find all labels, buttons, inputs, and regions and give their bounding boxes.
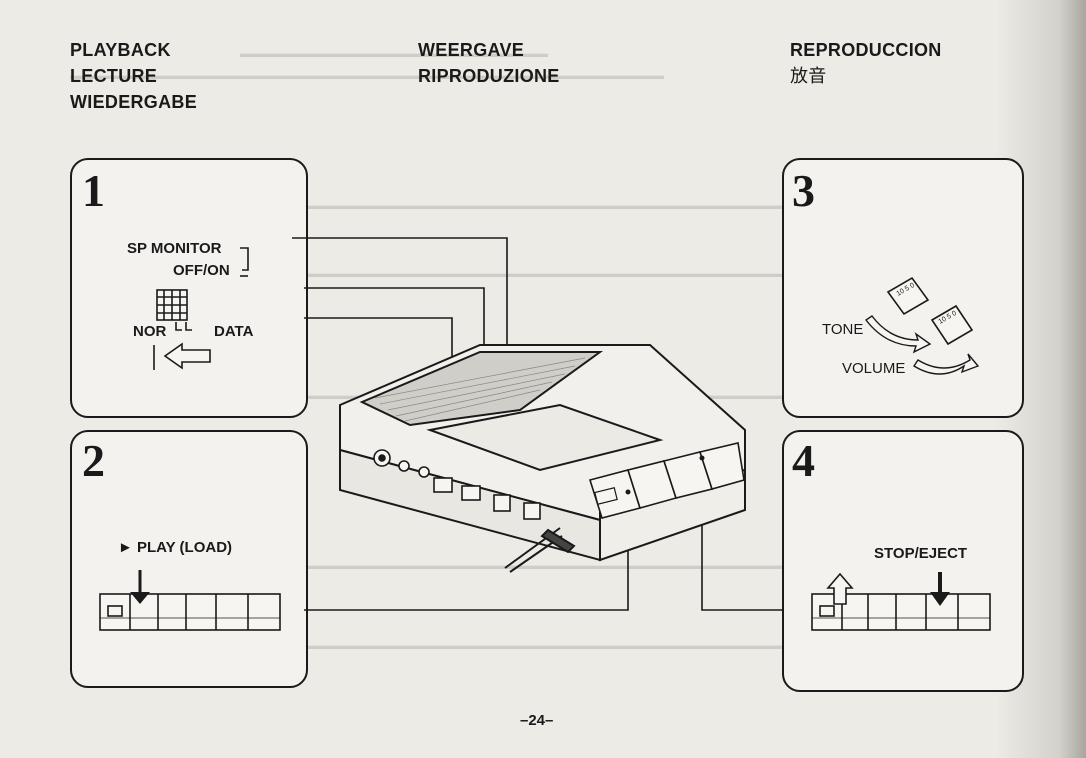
cable bbox=[504, 527, 576, 573]
step3-dials bbox=[886, 276, 974, 346]
heading-chinese: 放音 bbox=[790, 66, 827, 86]
front-panel-jacks bbox=[373, 449, 541, 520]
heading-col3: REPRODUCCION 放音 bbox=[790, 37, 942, 89]
step-4-panel bbox=[782, 430, 1024, 692]
data-label: DATA bbox=[214, 323, 254, 340]
volume-label: VOLUME bbox=[842, 360, 906, 377]
recorder-body bbox=[339, 344, 746, 562]
step-1-number: 1 bbox=[82, 165, 105, 216]
heading-col2: WEERGAVE RIPRODUZIONE bbox=[418, 37, 560, 89]
play-load-label: ► PLAY (LOAD) bbox=[118, 539, 233, 556]
off-on-label: OFF/ON bbox=[173, 262, 230, 279]
step1-switch-diagram bbox=[153, 247, 249, 370]
step2-press-arrow bbox=[130, 570, 150, 604]
step3-rotation-arrows bbox=[864, 315, 980, 375]
recorder-keys bbox=[588, 442, 745, 519]
heading-weergave: WEERGAVE bbox=[418, 40, 525, 60]
heading-reproduccion: REPRODUCCION bbox=[790, 40, 942, 60]
step4-stop-arrow-down bbox=[930, 572, 950, 606]
step-4-number: 4 bbox=[792, 435, 815, 486]
heading-playback: PLAYBACK bbox=[70, 40, 171, 60]
stop-eject-label: STOP/EJECT bbox=[874, 545, 968, 562]
step2-keys bbox=[99, 593, 281, 631]
heading-wiedergabe: WIEDERGABE bbox=[70, 92, 198, 112]
step-2-number: 2 bbox=[82, 435, 105, 486]
heading-riproduzione: RIPRODUZIONE bbox=[418, 66, 560, 86]
step-2-panel bbox=[70, 430, 308, 688]
step4-eject-arrow-up bbox=[826, 572, 854, 605]
step-3-number: 3 bbox=[792, 165, 815, 216]
sp-monitor-label: SP MONITOR bbox=[127, 240, 222, 257]
heading-col1: PLAYBACK LECTURE WIEDERGABE bbox=[70, 37, 197, 115]
heading-lecture: LECTURE bbox=[70, 66, 158, 86]
page-number: –24– bbox=[520, 712, 554, 729]
tone-label: TONE bbox=[822, 321, 864, 338]
nor-label: NOR bbox=[133, 323, 167, 340]
